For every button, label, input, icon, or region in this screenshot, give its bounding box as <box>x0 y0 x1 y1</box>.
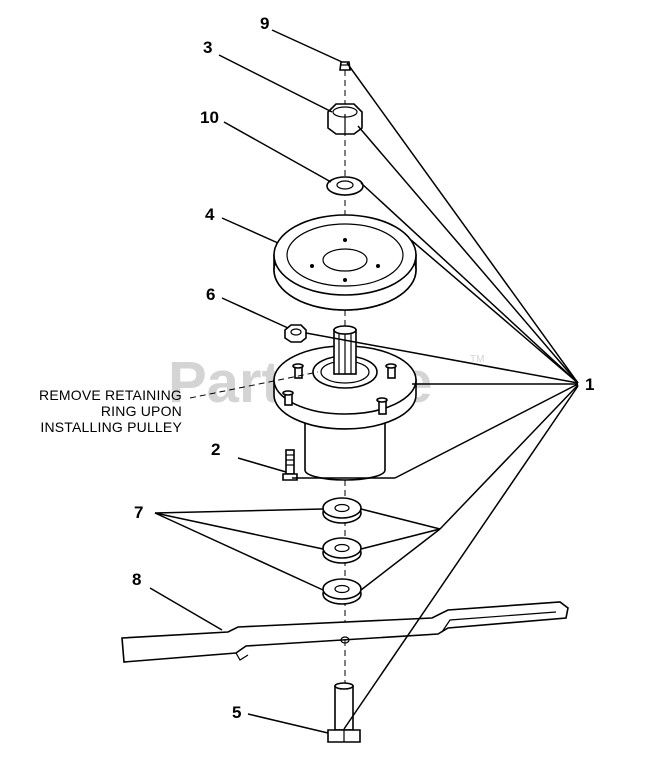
callout-9-leader <box>271 29 343 63</box>
spacer-part-middle <box>322 537 362 564</box>
callout-9-label: 9 <box>260 14 269 33</box>
pulley-part <box>273 214 417 311</box>
spacer-part-bottom <box>322 578 362 605</box>
callout-2-leader <box>237 457 287 473</box>
note-leader-line <box>189 371 319 399</box>
callout-4-leader <box>221 217 279 244</box>
callout-6-label: 6 <box>206 285 215 304</box>
note-line-3: INSTALLING PULLEY <box>40 419 182 435</box>
callout-10-leader <box>223 121 332 183</box>
callout-8-label: 8 <box>132 570 141 589</box>
callout-10-label: 10 <box>200 108 219 127</box>
spacer-part-top <box>322 497 362 524</box>
callout-1-label: 1 <box>585 375 594 394</box>
spindle-housing-part <box>273 325 417 481</box>
spindle-nut-part <box>327 103 363 135</box>
pulley-washer-part <box>326 176 364 196</box>
callout-3-label: 3 <box>203 38 212 57</box>
callout-7-leaders <box>154 508 441 591</box>
callout-3-leader <box>218 54 333 113</box>
note-line-2: RING UPON <box>101 403 182 419</box>
housing-bolt-part <box>282 449 298 481</box>
callout-2-label: 2 <box>211 440 220 459</box>
callout-8-leader <box>149 587 223 631</box>
callout-5-leader <box>247 713 329 734</box>
callout-1-leaders <box>292 62 579 730</box>
callout-7-label: 7 <box>134 503 143 522</box>
note-line-1: REMOVE RETAINING <box>39 387 182 403</box>
callout-6-leader <box>221 297 289 329</box>
mower-blade-part <box>121 601 569 663</box>
blade-bolt-part <box>327 682 361 743</box>
callout-4-label: 4 <box>205 205 215 224</box>
callout-5-label: 5 <box>232 703 241 722</box>
watermark-trademark: TM <box>470 354 484 365</box>
hub-nut-part <box>284 324 307 343</box>
